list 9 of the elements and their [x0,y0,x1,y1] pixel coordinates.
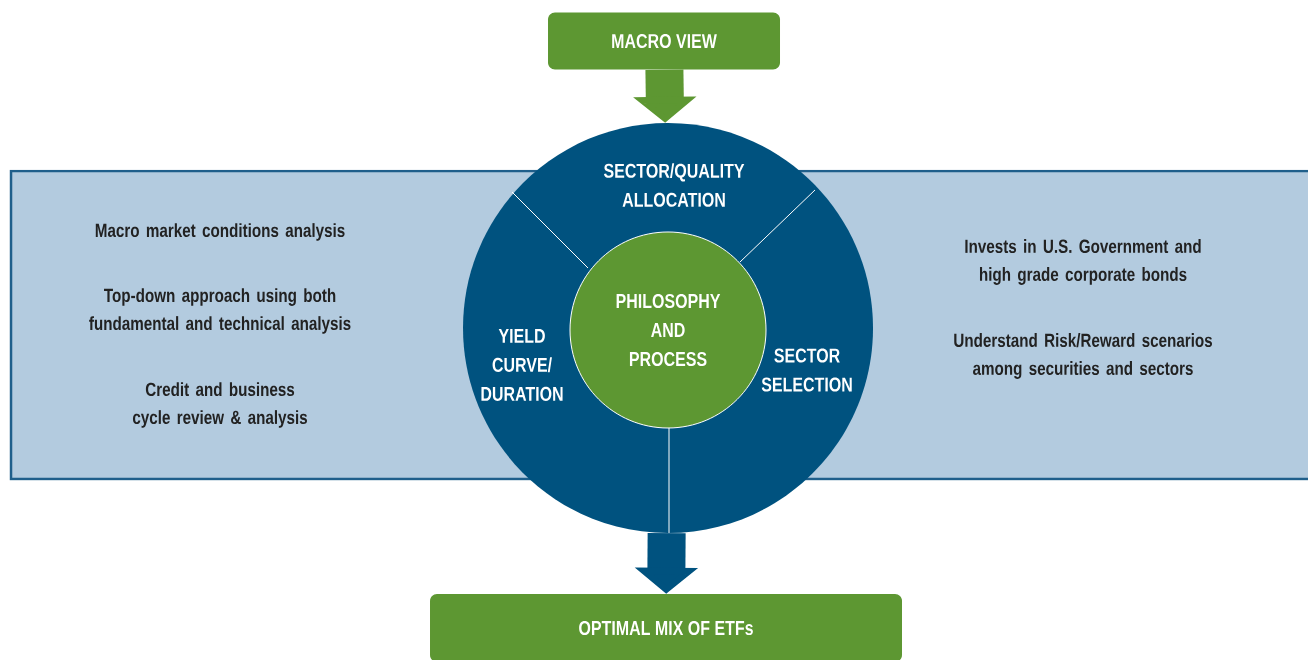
description-text: Credit and business cycle review & analysis [132,382,307,428]
process-box: OPTIMAL MIX OF ETFs [430,594,902,660]
segment-label: YIELD CURVE/ DURATION [481,329,563,401]
process-box: MACRO VIEW [548,12,780,70]
description-text: Top-down approach using both fundamental and technical analysis [89,288,351,334]
description-text: Macro market conditions analysis [95,223,345,241]
description-text: Invests in U.S. Government and high grade corporate bonds [965,239,1201,285]
description-text: Understand Risk/Reward scenarios among securities and sectors [954,333,1213,379]
segment-label: SECTOR/QUALITY ALLOCATION [603,163,745,207]
